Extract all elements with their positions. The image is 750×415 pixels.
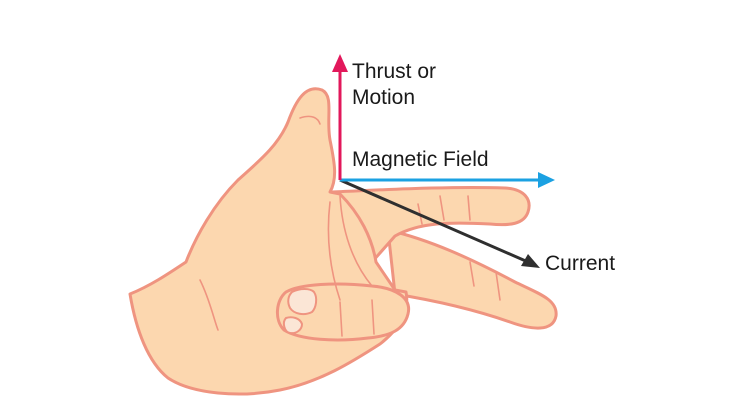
magnetic-field-label: Magnetic Field (352, 148, 489, 171)
fingernail-curled (282, 316, 303, 335)
current-label: Current (545, 252, 615, 275)
current-arrowhead (521, 254, 540, 268)
hand-illustration (128, 87, 558, 396)
thrust-label-line1: Thrust or (352, 60, 436, 83)
middle-finger (386, 228, 558, 330)
thrust-arrowhead (332, 54, 348, 72)
current-arrow (339, 178, 529, 264)
thrust-label-line2: Motion (352, 86, 415, 109)
hand-creases (199, 115, 501, 337)
thumbnail (287, 288, 318, 316)
palm-and-thumb (128, 87, 409, 396)
direction-arrows (332, 54, 555, 268)
magnetic-field-arrowhead (538, 172, 555, 188)
